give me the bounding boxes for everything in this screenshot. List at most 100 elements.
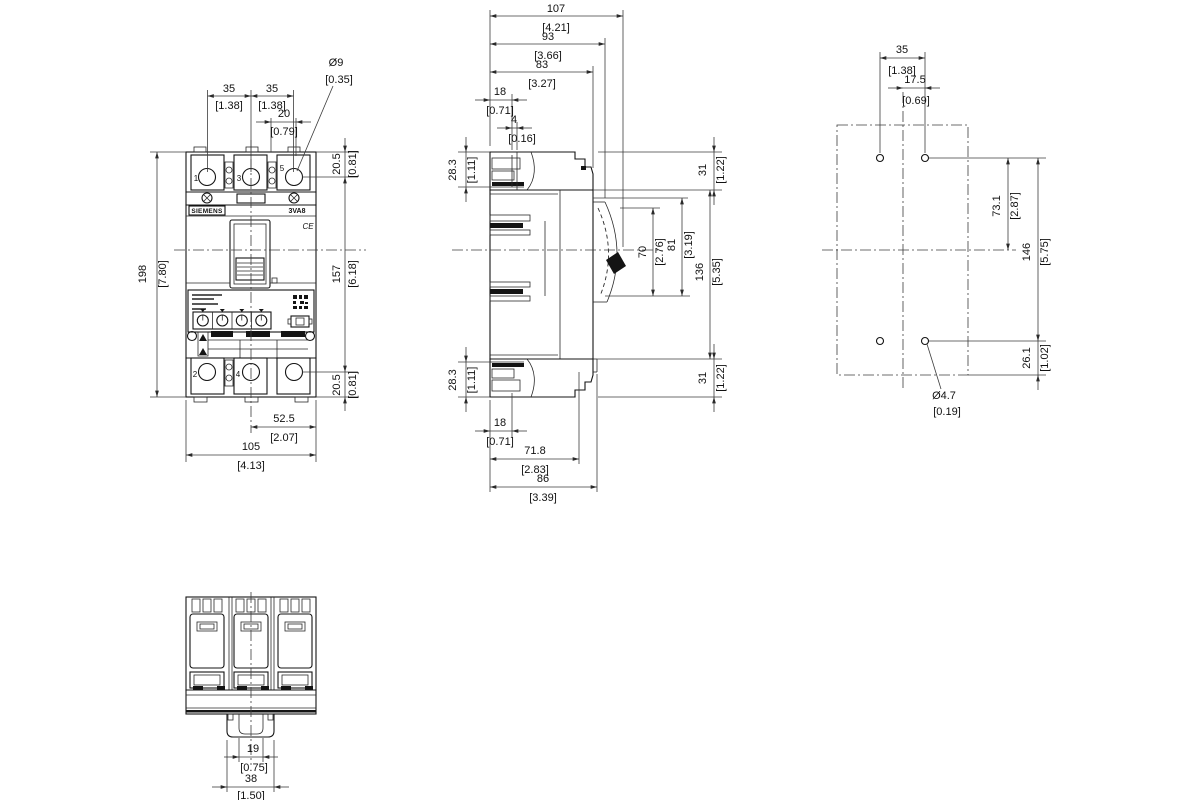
dim-text: 31 [697, 164, 709, 176]
dim-text: [5.75] [1039, 238, 1051, 266]
model-label: 3VA8 [289, 208, 306, 215]
dim-text: 107 [547, 3, 565, 15]
terminal-number-5: 5 [280, 164, 285, 173]
dim-text: 105 [242, 441, 260, 453]
dim-half-width: 52.5 [2.07] [250, 400, 317, 462]
pole-module [189, 598, 225, 689]
dim-depth-mid: 71.8 [2.83] [489, 372, 580, 476]
case-screw-icon [288, 192, 300, 204]
front-view: 1 3 5 SIEMENS 3VA8 CE [137, 57, 366, 472]
terminal-number-1: 1 [194, 174, 199, 183]
dim-din-slot: 19 [0.75] [224, 738, 278, 774]
dim-depth-base: 86 [3.39] [489, 374, 598, 504]
dim-text: [0.81] [347, 371, 359, 399]
dim-offset-20: 20 [0.79] [256, 108, 311, 156]
mounting-hole [920, 336, 930, 346]
dim-text: 83 [536, 59, 548, 71]
brand-plate [188, 205, 226, 216]
dim-text: [0.75] [240, 762, 268, 774]
dim-hole-span: 146 [5.75] [929, 157, 1051, 342]
dim-width: 105 [4.13] [185, 400, 317, 472]
mounting-hole [875, 336, 885, 346]
dim-text: 17.5 [904, 74, 925, 86]
dim-text: 136 [694, 263, 706, 281]
dim-text: 52.5 [273, 413, 294, 425]
dim-text: Ø4.7 [932, 390, 956, 402]
dim-text: [0.19] [933, 406, 961, 418]
dim-text: [0.81] [347, 150, 359, 178]
dim-text: [7.80] [157, 260, 169, 288]
dim-pitch-b: 35 [1.38] [250, 83, 294, 112]
dim-text: 18 [494, 417, 506, 429]
dim-drill-dia: Ø4.7 [0.19] [926, 343, 961, 418]
setting-dial [235, 314, 248, 327]
dim-text: [0.71] [486, 436, 514, 448]
dim-text: [4.21] [542, 22, 570, 34]
dim-text: 71.8 [524, 445, 545, 457]
dim-text: 18 [494, 86, 506, 98]
dim-depth-cover: 83 [3.27] [489, 59, 594, 168]
dim-bottom-offset: 26.1 [1.02] [968, 341, 1051, 390]
dim-terminal-depth-top: 18 [0.71] [475, 86, 527, 150]
dim-text: [4.13] [237, 460, 265, 472]
dim-text: [0.69] [902, 95, 930, 107]
warning-label-bar [211, 331, 233, 337]
dim-text: [1.50] [237, 790, 265, 800]
bottom-terminals: 2 4 [190, 357, 311, 403]
dim-cap-top: 31 [1.22] [593, 137, 727, 205]
dim-text: 28.3 [447, 369, 459, 390]
dim-text: [3.66] [534, 50, 562, 62]
dim-hole-pitch: 35 [1.38] [879, 44, 926, 153]
terminal-number-2: 2 [193, 370, 198, 379]
toggle-handle-front [229, 219, 278, 289]
dim-text: 73.1 [991, 195, 1003, 216]
dim-text: [2.76] [654, 238, 666, 266]
mounting-hole [875, 153, 885, 163]
dim-text: 70 [637, 246, 649, 258]
dim-terminal-h-bottom: 28.3 [1.11] [447, 347, 490, 412]
dim-text: 35 [896, 44, 908, 56]
dim-text: [3.39] [529, 492, 557, 504]
dim-text: [2.83] [521, 464, 549, 476]
dim-text: 20 [278, 108, 290, 120]
dim-height: 198 [7.80] [137, 151, 186, 398]
warning-label-bar [246, 331, 270, 337]
dim-terminal-depth-bottom: 18 [0.71] [475, 393, 527, 492]
accessory-connector [287, 315, 313, 328]
handle-grip [606, 252, 626, 274]
dim-text: [2.87] [1009, 192, 1021, 220]
dim-text: 157 [331, 265, 343, 283]
dim-right-column: 20.5 [0.81] 157 [6.18] 20.5 [0.81] [302, 138, 359, 411]
dim-text: 28.3 [447, 159, 459, 180]
dim-text: [1.11] [466, 157, 478, 184]
dim-din-tab: 38 [1.50] [212, 740, 289, 800]
dim-pitch-a: 35 [1.38] [207, 83, 294, 172]
dim-hole-dia: Ø9 [0.35] [296, 57, 353, 172]
dim-text: [1.22] [715, 156, 727, 184]
mounting-screw-icon [304, 330, 316, 342]
dim-text: 19 [247, 743, 259, 755]
dim-half-pitch: 17.5 [0.69] [888, 74, 940, 107]
dim-cap-bottom: 31 [1.22] [598, 344, 727, 412]
dim-depth-handle: 93 [3.66] [489, 31, 606, 198]
case-screw-icon [201, 192, 213, 204]
terminal-number-3: 3 [237, 174, 242, 183]
dim-text: 4 [511, 114, 517, 126]
setting-dial [255, 314, 268, 327]
warning-triangle-icon [199, 334, 207, 341]
dim-text: Ø9 [329, 57, 344, 69]
terminal-hole-2 [197, 362, 217, 382]
setting-dial [216, 314, 229, 327]
toggle-handle-side [593, 201, 626, 303]
dim-text: [0.79] [270, 126, 298, 138]
dim-text: [0.16] [508, 133, 536, 145]
dim-text: [1.11] [466, 367, 478, 394]
dim-text: [1.38] [215, 100, 243, 112]
warning-triangle-icon [199, 348, 207, 355]
dim-text: 198 [137, 265, 149, 283]
mounting-screw-icon [186, 330, 198, 342]
dim-text: [1.22] [715, 364, 727, 392]
handle-travel-arc [597, 207, 609, 297]
dim-text: 86 [537, 473, 549, 485]
